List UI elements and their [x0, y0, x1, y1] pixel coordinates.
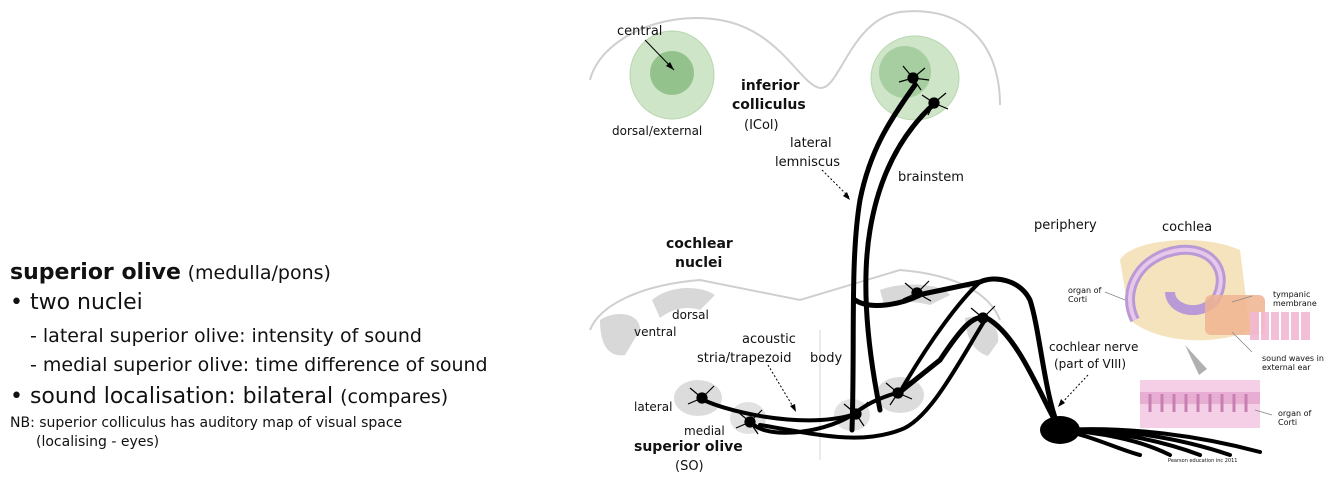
central-nucleus-right	[879, 46, 931, 98]
cochlear-nucleus-dorsal-left	[652, 288, 715, 318]
organ-of-corti-label-1: organ of Corti	[1068, 286, 1101, 304]
organ-of-corti-2-line2: Corti	[1278, 418, 1298, 427]
acoustic-label: acoustic	[742, 332, 796, 347]
tympanic-membrane-label: tympanic membrane	[1273, 290, 1317, 308]
so-abbrev-label: (SO)	[675, 459, 704, 474]
superior-olive-heading: superior olive (medulla/pons)	[10, 260, 331, 285]
periphery-label: periphery	[1034, 218, 1097, 233]
lateral-superior-olive-item: - lateral superior olive: intensity of s…	[30, 325, 422, 347]
so-lateral-label: lateral	[634, 400, 673, 414]
dorsal-external-label: dorsal/external	[612, 124, 703, 138]
lateral-lemniscus-label-line2: lemniscus	[775, 155, 841, 170]
sound-waves-line2: external ear	[1262, 363, 1311, 372]
cochlear-nucleus-ventral-left	[600, 314, 640, 356]
brainstem-outline	[589, 268, 1001, 331]
tympanic-line2: membrane	[1273, 299, 1317, 308]
medial-superior-olive-item: - medial superior olive: time difference…	[30, 354, 488, 376]
credit-label: Pearson education inc 2011	[1168, 458, 1238, 464]
two-nuclei-bullet: • two nuclei	[10, 290, 143, 315]
cochlea-label: cochlea	[1162, 220, 1213, 235]
label-pointers	[767, 169, 1089, 411]
neuron-dendrites	[687, 65, 998, 435]
medulla-pons-label: (medulla/pons)	[187, 262, 331, 284]
superior-olive-title: superior olive	[10, 260, 181, 285]
ventral-label: ventral	[634, 325, 677, 339]
central-nucleus-left	[650, 51, 694, 95]
dorsal-label: dorsal	[672, 308, 709, 322]
part-viii-label: (part of VIII)	[1054, 357, 1126, 371]
sound-localisation-bullet: • sound localisation: bilateral (compare…	[10, 384, 448, 409]
cochlear-nerve-label: cochlear nerve	[1049, 340, 1139, 354]
inferior-label: inferior	[741, 78, 800, 94]
organ-of-corti-1-line1: organ of	[1068, 286, 1102, 295]
nb-note-line2: (localising - eyes)	[36, 434, 160, 450]
icol-label: (ICol)	[744, 118, 779, 133]
cochlear-nuclei-label-line1: cochlear	[666, 236, 733, 252]
so-medial-label: medial	[684, 424, 725, 438]
colliculus-label: colliculus	[732, 97, 806, 113]
cochlea-illustration	[1104, 239, 1310, 428]
sound-waves-line1: sound waves in	[1262, 354, 1324, 363]
stria-trapezoid-label: stria/trapezoid	[697, 351, 792, 366]
cochlear-nucleus-ventral-right	[965, 316, 999, 356]
lateral-lemniscus-label-line1: lateral	[790, 136, 832, 151]
brainstem-label: brainstem	[898, 170, 964, 185]
organ-of-corti-1-line2: Corti	[1068, 295, 1088, 304]
body-label: body	[810, 351, 843, 366]
tympanic-line1: tympanic	[1273, 290, 1311, 299]
organ-of-corti-2-line1: organ of	[1278, 409, 1312, 418]
neuron-cell-bodies	[696, 72, 989, 428]
central-label: central	[617, 24, 663, 39]
organ-of-corti-label-2: organ of Corti	[1278, 409, 1311, 427]
midbrain-outline	[589, 10, 1001, 106]
nb-note-line1: NB: superior colliculus has auditory map…	[10, 415, 403, 431]
cochlear-nuclei-label-line2: nuclei	[675, 255, 723, 271]
sound-localisation-text: • sound localisation: bilateral	[10, 384, 334, 409]
compares-label: (compares)	[340, 386, 449, 408]
superior-olive-label: superior olive	[634, 439, 743, 455]
sound-waves-label: sound waves in external ear	[1262, 354, 1324, 372]
spiral-ganglion	[1040, 416, 1080, 444]
